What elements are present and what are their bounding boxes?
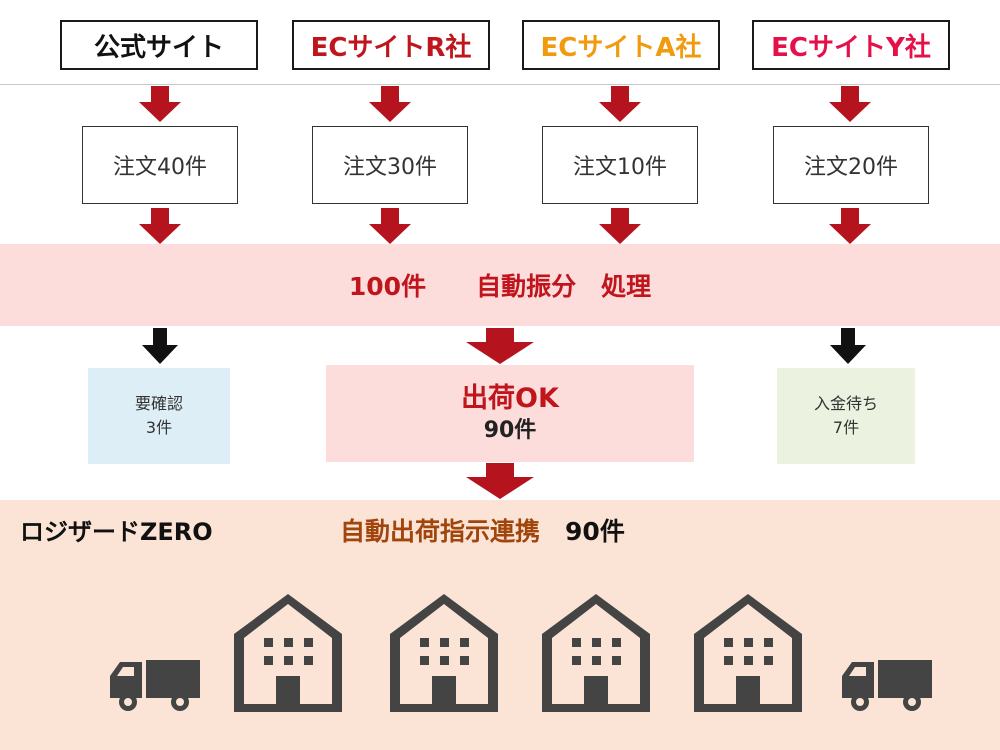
process-count: 100件 [348,272,427,301]
shipping-ok-count: 90件 [483,417,537,443]
needs-check-box: 要確認 3件 [88,368,230,464]
warehouse-icon [234,594,342,712]
down-arrow-icon [139,86,181,122]
channel-label: ECサイトR社 [310,32,472,63]
down-arrow-icon [142,328,178,364]
down-arrow-icon [369,86,411,122]
sync-label: 自動出荷指示連携 [340,517,541,546]
channel-ec-a: ECサイトA社 [522,20,720,70]
down-arrow-icon [369,208,411,244]
process-label: 自動振分 処理 [476,272,652,301]
awaiting-payment-title: 入金待ち [813,394,878,413]
down-arrow-icon [466,463,534,499]
order-count: 注文40件 [113,155,207,180]
shipping-ok-box: 出荷OK 90件 [326,365,694,462]
sync-count: 90件 [565,517,625,546]
channel-label: 公式サイト [93,32,224,63]
needs-check-title: 要確認 [134,394,183,413]
order-count-box: 注文10件 [542,126,698,204]
awaiting-payment-count: 7件 [832,418,860,437]
warehouse-icon [390,594,498,712]
warehouse-icon [542,594,650,712]
down-arrow-icon [829,208,871,244]
order-count-box: 注文20件 [773,126,929,204]
order-count: 注文20件 [804,155,898,180]
channel-label: ECサイトA社 [540,32,702,63]
auto-shipping-sync: 自動出荷指示連携 90件 [340,512,625,548]
warehouse-icon [694,594,802,712]
down-arrow-icon [829,86,871,122]
down-arrow-icon [830,328,866,364]
order-count-box: 注文30件 [312,126,468,204]
down-arrow-icon [599,208,641,244]
down-arrow-icon [466,328,534,364]
awaiting-payment-box: 入金待ち 7件 [777,368,915,464]
system-name: ロジザードZERO [20,518,213,546]
needs-check-count: 3件 [145,418,173,437]
channel-ec-r: ECサイトR社 [292,20,490,70]
order-count-box: 注文40件 [82,126,238,204]
divider [0,84,1000,85]
down-arrow-icon [139,208,181,244]
channel-official-site: 公式サイト [60,20,258,70]
order-count: 注文10件 [573,155,667,180]
truck-icon [842,660,932,711]
warehouse-area [0,500,1000,750]
auto-sort-process-band: 100件 自動振分 処理 [0,244,1000,326]
down-arrow-icon [599,86,641,122]
shipping-ok-title: 出荷OK [461,382,559,414]
channel-label: ECサイトY社 [771,32,931,63]
channel-ec-y: ECサイトY社 [752,20,950,70]
truck-icon [110,660,200,711]
order-count: 注文30件 [343,155,437,180]
